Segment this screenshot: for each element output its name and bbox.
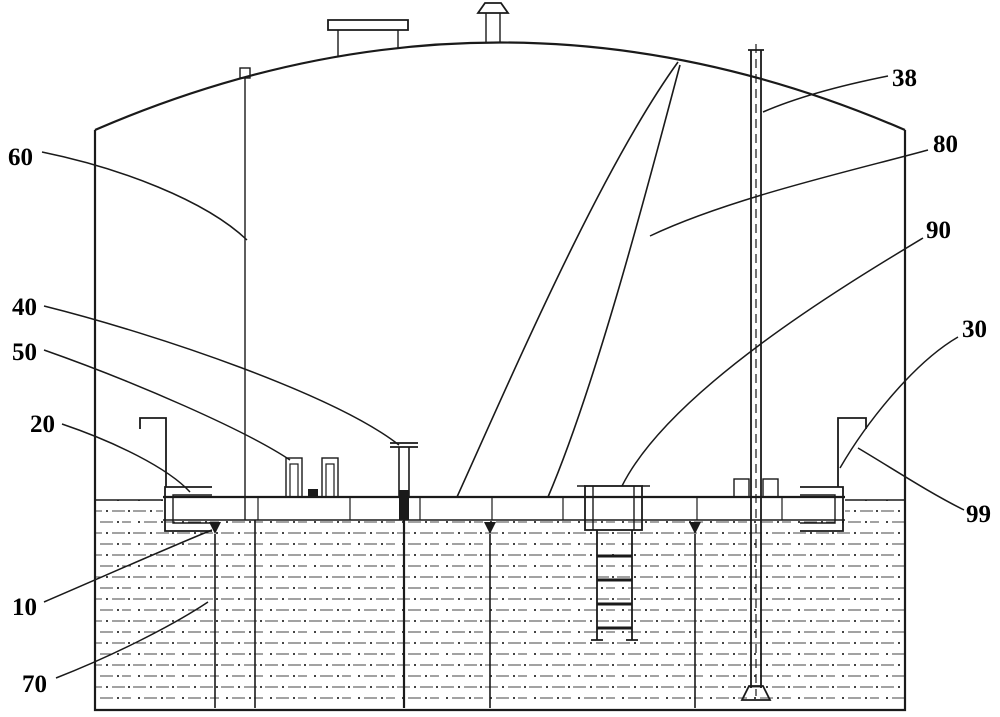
leader-70: [55, 601, 209, 679]
callout-label-10: 10: [12, 594, 37, 621]
callout-label-40: 40: [12, 294, 37, 321]
leader-38: [762, 75, 889, 113]
callout-label-80: 80: [933, 131, 958, 158]
callout-label-60: 60: [8, 144, 33, 171]
leader-99: [857, 447, 965, 511]
floating-deck-band: [163, 497, 845, 520]
mushroom-vent: [476, 2, 510, 43]
dip-pipe: [390, 442, 418, 708]
vertical-gauge-line: [239, 67, 251, 520]
stored-liquid-hatch: [96, 500, 904, 708]
rim-bracket-right: [800, 417, 867, 532]
rim-bracket-left: [139, 417, 212, 532]
tank-dome-roof: [94, 41, 906, 132]
deck-posts: [285, 457, 339, 498]
callout-leaders: [41, 75, 965, 679]
guide-pole: [733, 44, 779, 701]
callout-label-30: 30: [962, 316, 987, 343]
leader-80: [649, 149, 929, 237]
leg-arrow-right: [689, 522, 701, 534]
deck-support-legs: [209, 520, 701, 708]
leader-10: [43, 529, 213, 603]
leader-50: [43, 349, 291, 461]
callout-label-70: 70: [22, 671, 47, 698]
floating-deck: [95, 495, 905, 521]
leader-40: [43, 305, 400, 446]
rim-channel-left-outer: [164, 486, 212, 532]
leg-arrow-center: [484, 522, 496, 534]
leg-arrow-left: [209, 522, 221, 534]
leader-90: [621, 237, 924, 487]
leader-60: [41, 151, 248, 241]
callout-label-90: 90: [926, 217, 951, 244]
deck-manhole: [577, 485, 650, 531]
callout-label-50: 50: [12, 339, 37, 366]
callout-label-20: 20: [30, 411, 55, 438]
rim-angle-left: [139, 417, 167, 487]
pole-deck-gland-left: [733, 478, 750, 498]
pole-deck-gland-right: [762, 478, 779, 498]
callout-label-99: 99: [966, 501, 991, 528]
guide-wire-curves: [456, 61, 681, 498]
rim-angle-right: [837, 417, 867, 487]
roof-vent-hood: [327, 19, 409, 56]
deck-plate-joints: [257, 497, 783, 520]
pole-bottom-foot: [740, 685, 772, 701]
rim-channel-left-inner: [172, 494, 212, 524]
ladder: [591, 530, 638, 641]
leader-30: [839, 336, 959, 469]
leader-20: [61, 423, 191, 493]
rim-channel-right-inner: [800, 494, 836, 524]
tank-walls-and-bottom: [93, 130, 907, 712]
callout-labels: 60 40 50 20 10 70 38 80 90 30 99: [8, 65, 991, 698]
callout-label-38: 38: [892, 65, 917, 92]
rim-channel-right-outer: [800, 486, 844, 532]
